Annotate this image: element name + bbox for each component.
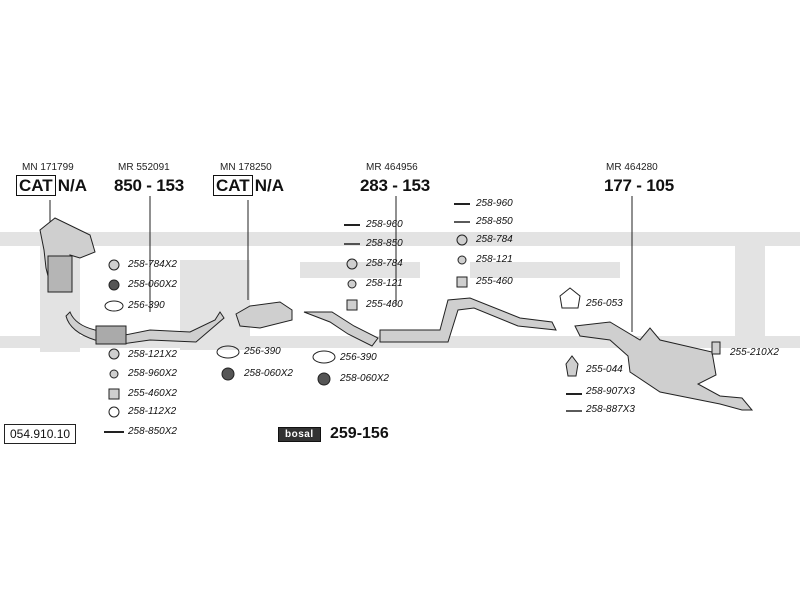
cat-word: CAT bbox=[213, 175, 253, 196]
watermark-band bbox=[0, 232, 800, 246]
fitting-label: 258-887X3 bbox=[586, 404, 635, 415]
gasket-icon bbox=[104, 300, 124, 312]
fitting-label: 258-784 bbox=[366, 258, 403, 269]
fitting-label: 258-784X2 bbox=[128, 259, 177, 270]
watermark-letter-a bbox=[470, 262, 620, 278]
rubber-mount-icon bbox=[456, 276, 468, 288]
clamp-icon bbox=[108, 348, 120, 360]
part-number: 850 - 153 bbox=[114, 176, 185, 195]
fitting-label: 255-460 bbox=[366, 299, 403, 310]
reference-number-box: 054.910.10 bbox=[4, 424, 77, 444]
fitting-label: 255-210X2 bbox=[730, 347, 779, 358]
watermark-letter-l bbox=[735, 232, 765, 342]
bolt-icon bbox=[109, 369, 119, 379]
fitting-label: 258-907X3 bbox=[586, 386, 635, 397]
gasket-icon bbox=[216, 345, 240, 359]
oe-number: MN 171799 bbox=[22, 162, 74, 173]
fitting-label: 256-053 bbox=[586, 298, 623, 309]
fitting-label: 256-390 bbox=[340, 352, 377, 363]
fitting-label: 258-060X2 bbox=[244, 368, 293, 379]
na-word: N/A bbox=[254, 176, 284, 195]
bolt-icon bbox=[347, 279, 357, 289]
front-pipe-drawing bbox=[65, 311, 225, 345]
fitting-label: 255-460 bbox=[476, 276, 513, 287]
flex-joint-drawing bbox=[95, 325, 127, 345]
fitting-label: 256-390 bbox=[128, 300, 165, 311]
clamp-icon bbox=[108, 259, 120, 271]
rear-silencer-drawing bbox=[574, 321, 754, 411]
rubber-mount-icon bbox=[108, 388, 120, 400]
watermark-letter-s bbox=[300, 262, 420, 278]
leader-lines bbox=[49, 196, 633, 332]
na-word: N/A bbox=[57, 176, 87, 195]
hanger-icon bbox=[565, 355, 579, 377]
washer-icon bbox=[108, 406, 120, 418]
cat-word: CAT bbox=[16, 175, 56, 196]
oe-number: MN 178250 bbox=[220, 162, 272, 173]
fitting-label: 258-850X2 bbox=[128, 426, 177, 437]
fitting-label: 258-850 bbox=[366, 238, 403, 249]
centre-silencer-drawing bbox=[379, 297, 557, 343]
flange-gasket-icon bbox=[559, 287, 581, 309]
fitting-label: 258-960X2 bbox=[128, 368, 177, 379]
gasket-icon bbox=[312, 350, 336, 364]
fitting-label: 258-060X2 bbox=[128, 279, 177, 290]
oe-number: MR 464956 bbox=[366, 162, 418, 173]
oe-number: MR 464280 bbox=[606, 162, 658, 173]
catalyst-body-2 bbox=[235, 301, 293, 329]
fitting-label: 258-112X2 bbox=[128, 406, 177, 417]
fitting-label: 258-121X2 bbox=[128, 349, 177, 360]
part-number: 283 - 153 bbox=[360, 176, 431, 195]
fitting-label: 258-121 bbox=[366, 278, 403, 289]
nut-icon bbox=[317, 372, 331, 386]
fitting-label: 258-960 bbox=[366, 219, 403, 230]
middle-pipe-drawing bbox=[303, 311, 379, 347]
brand-logo: bosal bbox=[278, 427, 321, 442]
nut-icon bbox=[221, 367, 235, 381]
rubber-mount-icon bbox=[711, 341, 721, 355]
fitting-label: 258-850 bbox=[476, 216, 513, 227]
nut-icon bbox=[108, 279, 120, 291]
fitting-label: 258-060X2 bbox=[340, 373, 389, 384]
fitting-label: 255-460X2 bbox=[128, 388, 177, 399]
clamp-icon bbox=[456, 234, 468, 246]
rubber-mount-icon bbox=[346, 299, 358, 311]
fitting-label: 258-121 bbox=[476, 254, 513, 265]
fitting-label: 255-044 bbox=[586, 364, 623, 375]
fitting-label: 258-784 bbox=[476, 234, 513, 245]
clamp-icon bbox=[346, 258, 358, 270]
catalyst-body-1 bbox=[47, 255, 73, 293]
fitting-label: 258-960 bbox=[476, 198, 513, 209]
kit-number: 259-156 bbox=[330, 425, 389, 442]
bolt-icon bbox=[457, 255, 467, 265]
fitting-label: 256-390 bbox=[244, 346, 281, 357]
oe-number: MR 552091 bbox=[118, 162, 170, 173]
part-number: 177 - 105 bbox=[604, 176, 675, 195]
